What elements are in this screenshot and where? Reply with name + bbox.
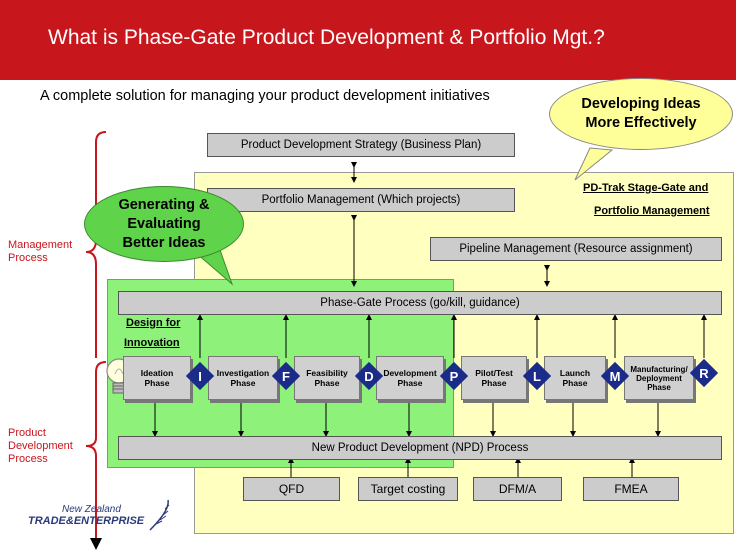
tool-dfma: DFM/A: [473, 477, 562, 501]
management-label-line: Management: [8, 239, 73, 251]
phase-label: Investigation: [216, 368, 270, 378]
management-label-line: Process: [8, 252, 48, 264]
phase-label: Phase: [314, 378, 340, 388]
title-bar: [0, 0, 736, 80]
phase-gate-box: Phase-Gate Process (go/kill, guidance): [118, 291, 722, 315]
phase-label: Phase: [144, 378, 170, 388]
pd-trak-label-2: Portfolio Management: [594, 205, 710, 217]
generating-ideas-text: Generating & Evaluating Better Ideas: [118, 196, 210, 251]
gate-f: F: [282, 368, 290, 384]
gate-d: D: [364, 368, 374, 384]
phase-label: Development: [383, 368, 437, 378]
phase-label: Phase: [397, 378, 423, 388]
phase-label: Pilot/Test: [475, 368, 513, 378]
page-subtitle: A complete solution for managing your pr…: [40, 88, 490, 104]
developing-ideas-bubble: Developing Ideas More Effectively: [549, 78, 733, 150]
gate-m: M: [609, 368, 621, 384]
strategy-box: Product Development Strategy (Business P…: [207, 133, 515, 157]
developing-ideas-text: Developing Ideas More Effectively: [581, 96, 701, 131]
product-development-process-label: Product Development Process: [8, 427, 73, 466]
phase-label: Deployment: [636, 373, 682, 383]
gate-p: P: [449, 368, 459, 384]
tool-target-costing: Target costing: [358, 477, 458, 501]
product-label-line: Process: [8, 453, 48, 465]
logo-trade-enterprise: TRADE&ENTERPRISE: [28, 515, 145, 527]
design-for-label-2: Innovation: [124, 337, 180, 349]
pd-trak-label-1: PD-Trak Stage-Gate and: [583, 182, 709, 194]
phase-label: Manufacturing/: [630, 364, 688, 374]
management-process-label: Management Process: [8, 239, 72, 265]
gate-l: L: [533, 368, 541, 384]
page-title: What is Phase-Gate Product Development &…: [48, 26, 605, 49]
design-for-label-1: Design for: [126, 317, 181, 329]
tool-qfd: QFD: [243, 477, 340, 501]
portfolio-box: Portfolio Management (Which projects): [207, 188, 515, 212]
pipeline-box: Pipeline Management (Resource assignment…: [430, 237, 722, 261]
phase-label: Feasibility: [306, 368, 348, 378]
generating-ideas-bubble: Generating & Evaluating Better Ideas: [84, 186, 244, 262]
npd-box: New Product Development (NPD) Process: [118, 436, 722, 460]
phase-label: Launch: [559, 368, 591, 378]
phase-label: Phase: [562, 378, 588, 388]
product-label-line: Development: [8, 440, 73, 452]
gate-r: R: [699, 365, 709, 381]
gate-i: I: [198, 368, 202, 384]
phase-label: Phase: [481, 378, 507, 388]
phase-label: Phase: [647, 382, 671, 392]
logo-new-zealand: New Zealand: [62, 504, 121, 515]
phase-label: Phase: [230, 378, 256, 388]
tool-fmea: FMEA: [583, 477, 679, 501]
product-label-line: Product: [8, 427, 46, 439]
phase-label: Ideation: [140, 368, 174, 378]
